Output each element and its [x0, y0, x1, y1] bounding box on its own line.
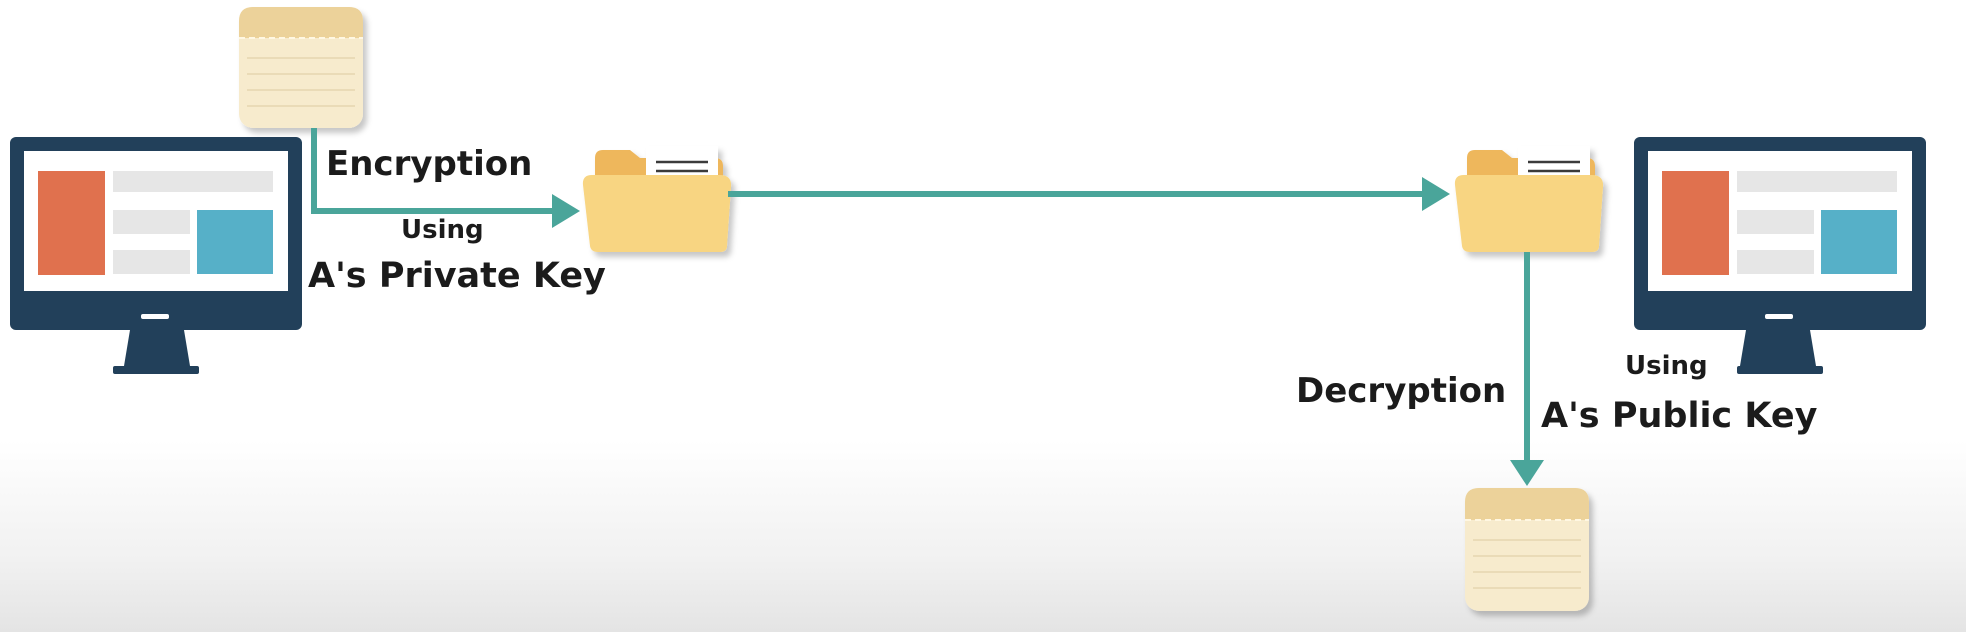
sender-monitor-icon	[10, 137, 302, 374]
decryption-using-label: Using	[1625, 351, 1708, 381]
encryption-arrow	[311, 128, 580, 228]
encrypted-folder-icon	[582, 146, 732, 252]
receiver-monitor-icon	[1634, 137, 1926, 374]
decryption-arrow	[1510, 252, 1544, 486]
encryption-label: Encryption	[326, 144, 533, 184]
plaintext-note-icon	[239, 7, 363, 128]
received-folder-icon	[1454, 146, 1604, 252]
transmission-arrow	[728, 177, 1450, 211]
encryption-using-label: Using	[401, 215, 484, 245]
decrypted-note-icon	[1465, 488, 1589, 611]
public-key-label: A's Public Key	[1541, 396, 1818, 436]
private-key-label: A's Private Key	[308, 256, 606, 296]
decryption-label: Decryption	[1296, 371, 1507, 411]
